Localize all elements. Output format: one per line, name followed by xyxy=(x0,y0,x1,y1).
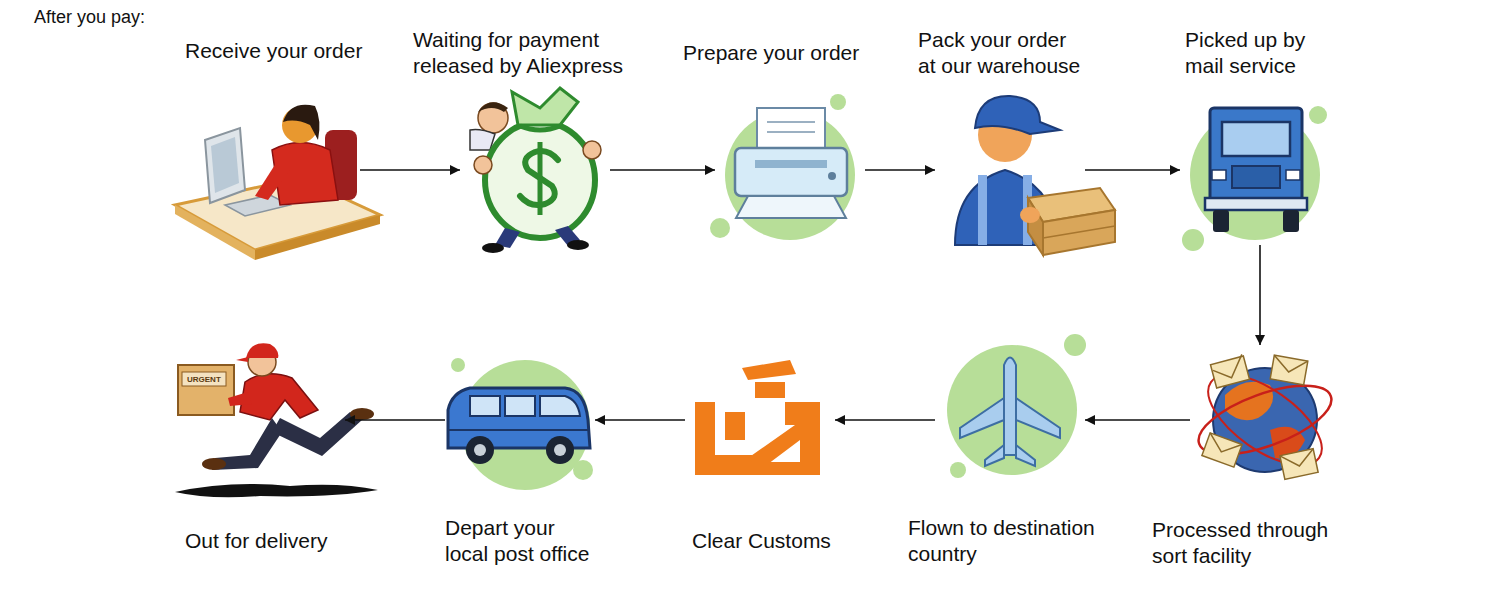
flow-arrow xyxy=(1085,169,1180,171)
step-label: Picked up by mail service xyxy=(1185,27,1320,79)
package-label: URGENT xyxy=(187,375,221,384)
step-node: Clear Customs xyxy=(685,345,835,495)
step-node: Waiting for payment released by Aliexpre… xyxy=(460,95,610,245)
step-node: Out for delivery xyxy=(195,345,345,495)
step-label: Prepare your order xyxy=(683,40,859,66)
flow-arrow xyxy=(610,169,715,171)
step-node: Processed through sort facility xyxy=(1190,345,1340,495)
truck-icon xyxy=(1182,106,1327,251)
warehouse-worker-icon xyxy=(955,96,1115,255)
step-label: Processed through sort facility xyxy=(1152,517,1352,569)
money-bag-icon xyxy=(470,88,601,253)
step-label: Clear Customs xyxy=(692,528,831,554)
flow-arrow xyxy=(1085,419,1190,421)
van-icon xyxy=(448,358,593,490)
airplane-icon xyxy=(947,334,1086,478)
flow-arrow xyxy=(360,169,460,171)
printer-icon xyxy=(710,94,855,240)
flow-arrow xyxy=(1259,245,1261,345)
step-node: Depart your local post office xyxy=(445,345,595,495)
step-label: Depart your local post office xyxy=(445,515,597,567)
step-label: Pack your order at our warehouse xyxy=(918,27,1088,79)
step-label: Receive your order xyxy=(185,38,362,64)
flow-arrow xyxy=(595,419,685,421)
diagram-title: After you pay: xyxy=(34,6,145,28)
flow-arrow xyxy=(345,419,445,421)
step-label: Flown to destination country xyxy=(908,515,1123,567)
computer-desk-icon xyxy=(175,105,380,260)
flow-arrow xyxy=(865,169,935,171)
step-node: Pack your order at our warehouse xyxy=(935,95,1085,245)
step-node: Prepare your order xyxy=(715,95,865,245)
step-node: Flown to destination country xyxy=(935,345,1085,495)
step-label: Waiting for payment released by Aliexpre… xyxy=(413,27,663,79)
step-label: Out for delivery xyxy=(185,528,327,554)
step-node: Picked up by mail service xyxy=(1180,95,1330,245)
flow-arrow xyxy=(835,419,935,421)
step-node: Receive your order xyxy=(210,95,360,245)
customs-icon xyxy=(695,360,820,475)
sort-facility-globe-icon xyxy=(1190,354,1339,482)
